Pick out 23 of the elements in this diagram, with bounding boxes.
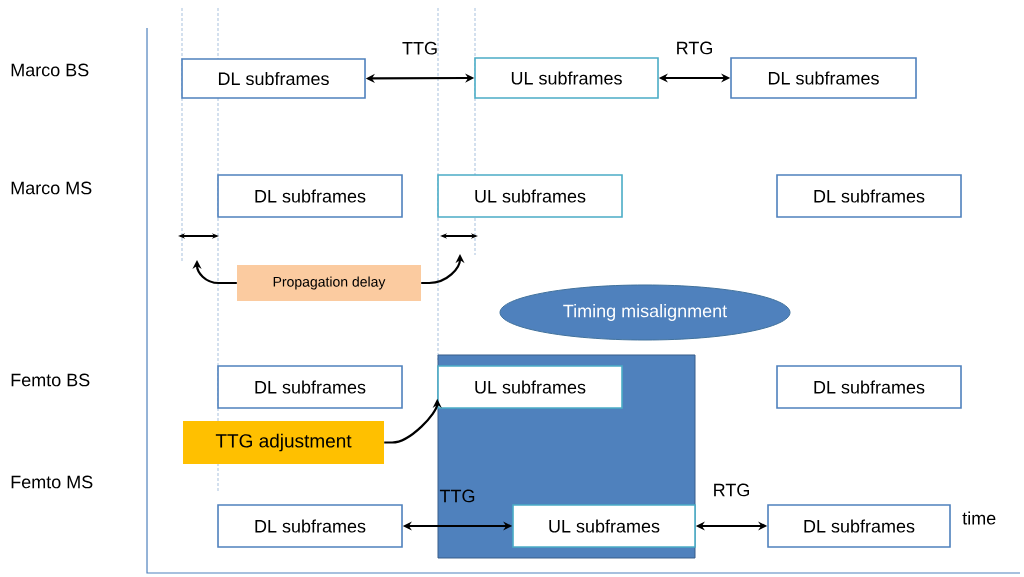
adjustment-box: TTG adjustment: [183, 421, 384, 464]
subframe-box: DL subframes: [181, 58, 366, 99]
edge-label: RTG: [677, 41, 712, 55]
subframe-box: DL subframes: [730, 57, 917, 99]
delay-box: Propagation delay: [237, 265, 421, 301]
row-label: Marco MS: [11, 181, 92, 195]
subframe-box: DL subframes: [217, 174, 403, 218]
subframe-box: UL subframes: [512, 504, 696, 548]
subframe-box: DL subframes: [776, 365, 962, 409]
subframe-box: DL subframes: [217, 365, 403, 409]
arrow: [192, 260, 237, 285]
edge-label: RTG: [714, 483, 749, 497]
subframe-box: UL subframes: [474, 57, 659, 99]
row-label: Femto MS: [11, 475, 93, 489]
subframe-box: DL subframes: [217, 504, 403, 548]
subframe-box: UL subframes: [437, 174, 623, 218]
subframe-box: UL subframes: [437, 365, 623, 409]
row-label: Femto BS: [11, 373, 90, 387]
subframe-box: DL subframes: [776, 174, 962, 218]
edge-label: TTG: [402, 41, 437, 55]
row-label: Marco BS: [11, 63, 89, 77]
edge-label: TTG: [439, 489, 475, 503]
subframe-box: DL subframes: [767, 504, 951, 548]
